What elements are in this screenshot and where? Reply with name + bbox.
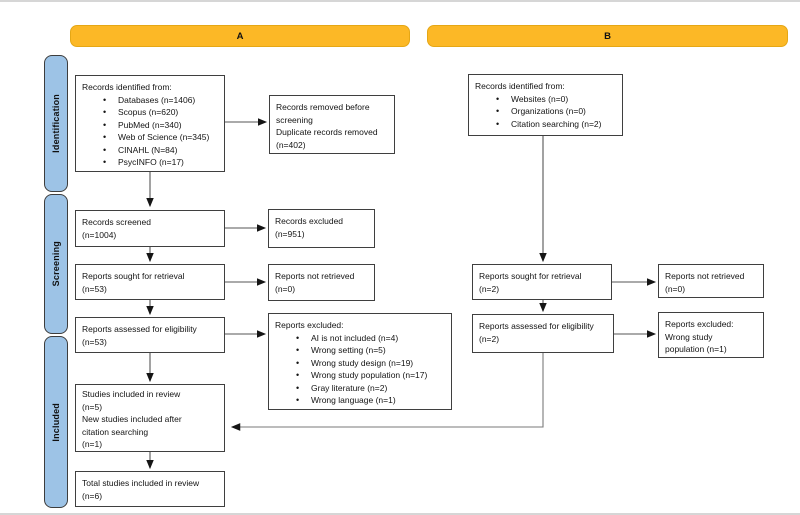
reports-assessed-eligibility-b-box: Reports assessed for eligibility (n=2) bbox=[472, 314, 614, 353]
bottom-divider bbox=[0, 513, 800, 515]
box-text: Reports assessed for eligibility (n=2) bbox=[479, 321, 594, 344]
records-identified-databases-box: Records identified from: Databases (n=14… bbox=[75, 75, 225, 172]
phase-included: Included bbox=[44, 336, 68, 508]
column-a-banner: A bbox=[70, 25, 410, 47]
reports-excluded-reasons-box: Reports excluded: AI is not included (n=… bbox=[268, 313, 452, 410]
list-item: PubMed (n=340) bbox=[82, 119, 218, 132]
box-text: Reports assessed for eligibility (n=53) bbox=[82, 324, 197, 347]
top-divider bbox=[0, 0, 800, 2]
reports-excluded-b-box: Reports excluded: Wrong study population… bbox=[658, 312, 764, 358]
reports-sought-retrieval-a-box: Reports sought for retrieval (n=53) bbox=[75, 264, 225, 300]
phase-included-label: Included bbox=[51, 402, 61, 442]
list-item: Citation searching (n=2) bbox=[475, 118, 616, 131]
list-item: CINAHL (N=84) bbox=[82, 144, 218, 157]
box-text: Records screened (n=1004) bbox=[82, 217, 151, 240]
duplicates-removed-box: Records removed before screening Duplica… bbox=[269, 95, 395, 154]
box-title: Records identified from: bbox=[82, 82, 172, 92]
box-text: Total studies included in review (n=6) bbox=[82, 478, 200, 501]
reports-assessed-eligibility-a-box: Reports assessed for eligibility (n=53) bbox=[75, 317, 225, 353]
list-item: Wrong study design (n=19) bbox=[275, 357, 445, 370]
other-sources-list: Websites (n=0) Organizations (n=0) Citat… bbox=[475, 93, 616, 131]
total-studies-included-box: Total studies included in review (n=6) bbox=[75, 471, 225, 507]
records-excluded-box: Records excluded (n=951) bbox=[268, 209, 375, 248]
reports-not-retrieved-b-box: Reports not retrieved (n=0) bbox=[658, 264, 764, 298]
box-text: Records removed before screening Duplica… bbox=[276, 102, 378, 150]
box-title: Records identified from: bbox=[475, 81, 565, 91]
reports-not-retrieved-a-box: Reports not retrieved (n=0) bbox=[268, 264, 375, 301]
box-text: Studies included in review (n=5) New stu… bbox=[82, 389, 182, 449]
records-screened-box: Records screened (n=1004) bbox=[75, 210, 225, 247]
exclusion-reasons-list: AI is not included (n=4) Wrong setting (… bbox=[275, 332, 445, 407]
phase-screening: Screening bbox=[44, 194, 68, 334]
reports-sought-retrieval-b-box: Reports sought for retrieval (n=2) bbox=[472, 264, 612, 300]
database-sources-list: Databases (n=1406) Scopus (n=620) PubMed… bbox=[82, 94, 218, 169]
box-text: Reports sought for retrieval (n=53) bbox=[82, 271, 185, 294]
list-item: Databases (n=1406) bbox=[82, 94, 218, 107]
box-text: Records excluded (n=951) bbox=[275, 216, 344, 239]
box-text: Reports not retrieved (n=0) bbox=[665, 271, 745, 294]
list-item: Scopus (n=620) bbox=[82, 106, 218, 119]
studies-included-review-box: Studies included in review (n=5) New stu… bbox=[75, 384, 225, 452]
column-b-banner: B bbox=[427, 25, 788, 47]
list-item: Gray literature (n=2) bbox=[275, 382, 445, 395]
list-item: AI is not included (n=4) bbox=[275, 332, 445, 345]
list-item: Organizations (n=0) bbox=[475, 105, 616, 118]
box-text: Reports sought for retrieval (n=2) bbox=[479, 271, 582, 294]
list-item: PsycINFO (n=17) bbox=[82, 156, 218, 169]
list-item: Websites (n=0) bbox=[475, 93, 616, 106]
list-item: Web of Science (n=345) bbox=[82, 131, 218, 144]
list-item: Wrong language (n=1) bbox=[275, 394, 445, 407]
list-item: Wrong study population (n=17) bbox=[275, 369, 445, 382]
box-text: Reports not retrieved (n=0) bbox=[275, 271, 355, 294]
records-identified-other-box: Records identified from: Websites (n=0) … bbox=[468, 74, 623, 136]
phase-screening-label: Screening bbox=[51, 241, 61, 287]
box-title: Reports excluded: bbox=[275, 320, 344, 330]
phase-identification: Identification bbox=[44, 55, 68, 192]
phase-identification-label: Identification bbox=[51, 94, 61, 153]
list-item: Wrong setting (n=5) bbox=[275, 344, 445, 357]
box-text: Reports excluded: Wrong study population… bbox=[665, 319, 734, 354]
